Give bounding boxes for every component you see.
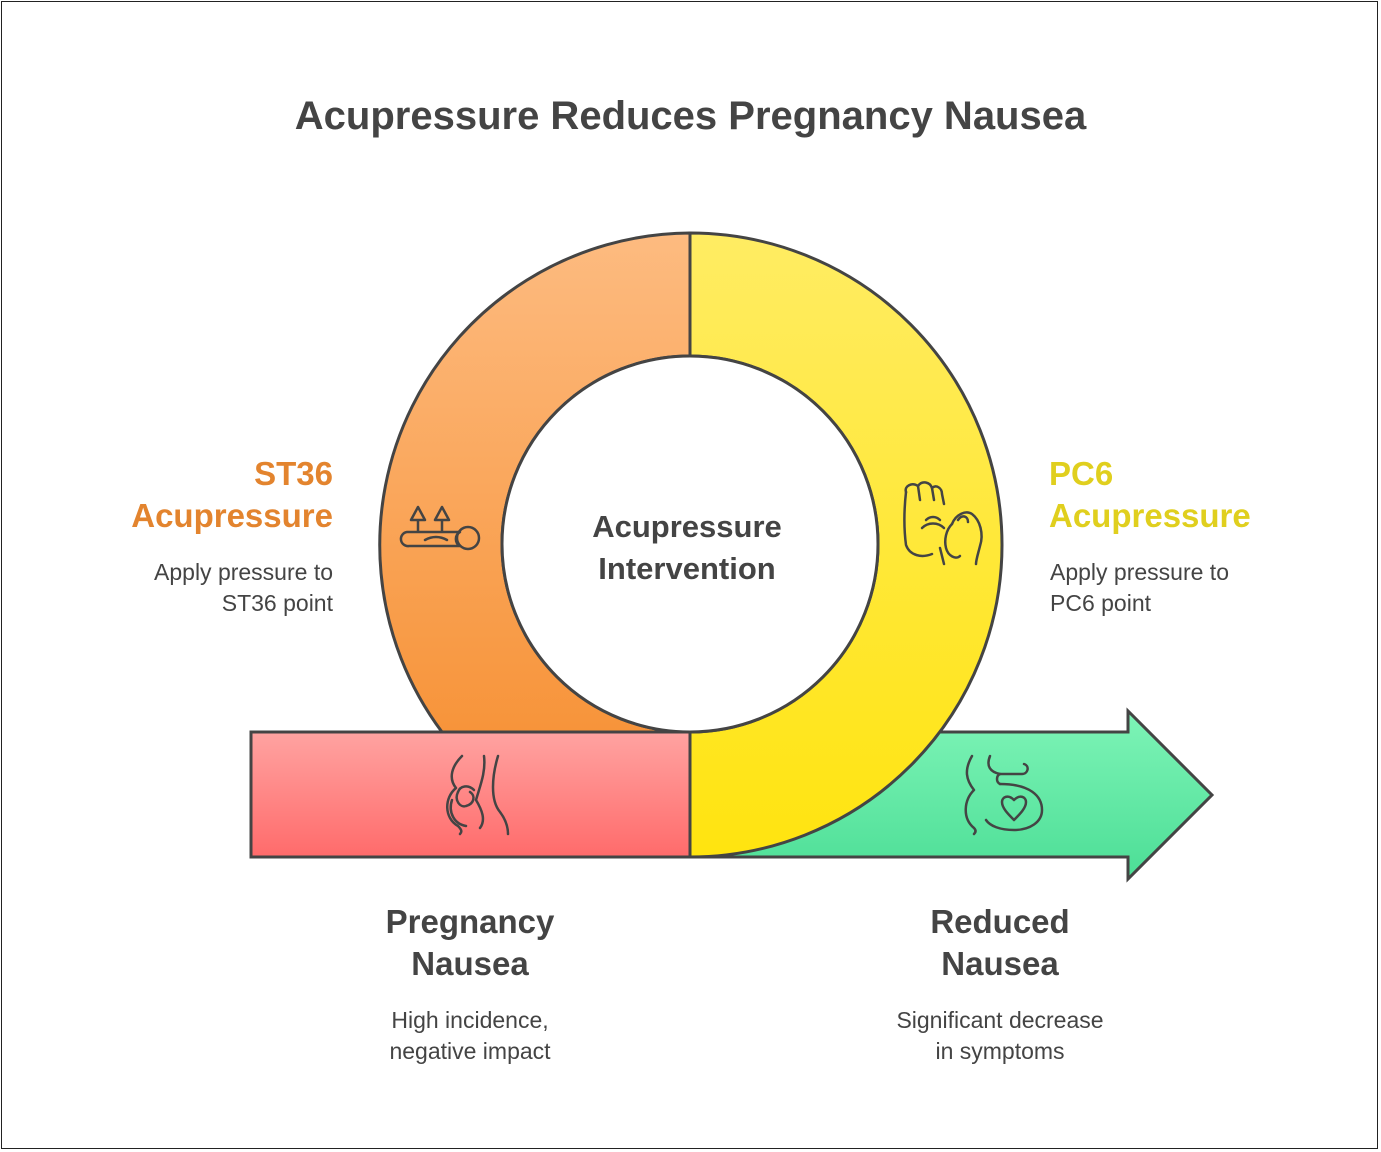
pregnancy-desc-line1: High incidence, (391, 1007, 549, 1033)
st36-title: ST36 Acupressure (131, 453, 333, 537)
center-label: Acupressure Intervention (537, 506, 837, 590)
pregnancy-nausea-bar (249, 730, 692, 859)
reduced-nausea-title: Reduced Nausea (850, 901, 1150, 985)
pregnancy-desc-line2: negative impact (389, 1038, 551, 1064)
diagram-title: Acupressure Reduces Pregnancy Nausea (294, 94, 1087, 138)
st36-description: Apply pressure to ST36 point (154, 557, 333, 619)
reduced-desc-line2: in symptoms (935, 1038, 1065, 1064)
acupuncture-needles-icon (399, 505, 481, 551)
pc6-description: Apply pressure to PC6 point (1050, 557, 1229, 619)
reduced-desc-line1: Significant decrease (896, 1007, 1104, 1033)
pregnant-heart-icon (964, 754, 1044, 836)
pc6-title: PC6 Acupressure (1049, 453, 1251, 537)
pc6-title-line1: PC6 (1049, 455, 1114, 492)
pregnancy-title-line1: Pregnancy (385, 903, 555, 940)
reduced-title-line1: Reduced (930, 903, 1070, 940)
st36-desc-line1: Apply pressure to (154, 559, 333, 585)
st36-desc-line2: ST36 point (221, 590, 333, 616)
center-label-line1: Acupressure (592, 509, 782, 544)
pregnant-body-icon (446, 754, 510, 836)
center-circle (500, 354, 880, 734)
hand-pressure-icon (903, 481, 983, 566)
reduced-nausea-description: Significant decrease in symptoms (850, 1005, 1150, 1067)
center-label-line2: Intervention (598, 551, 776, 586)
pc6-desc-line2: PC6 point (1050, 590, 1152, 616)
pregnancy-nausea-title: Pregnancy Nausea (320, 901, 620, 985)
pc6-desc-line1: Apply pressure to (1050, 559, 1229, 585)
pregnancy-nausea-description: High incidence, negative impact (320, 1005, 620, 1067)
reduced-title-line2: Nausea (941, 945, 1059, 982)
st36-title-line1: ST36 (254, 455, 333, 492)
st36-title-line2: Acupressure (131, 497, 333, 534)
pc6-title-line2: Acupressure (1049, 497, 1251, 534)
pregnancy-title-line2: Nausea (411, 945, 529, 982)
